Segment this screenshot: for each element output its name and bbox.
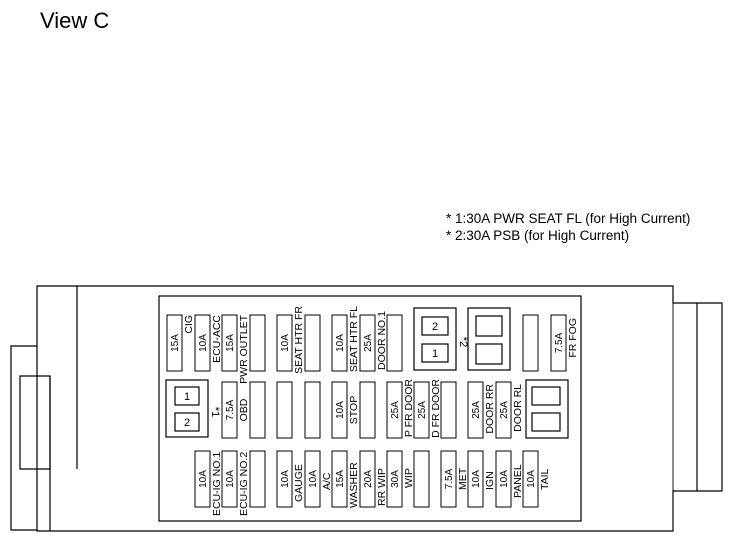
- fuse-seat-htr-fr-amp: 10A: [280, 334, 291, 352]
- fuse-pwr-outlet-amp: 15A: [225, 334, 236, 352]
- row2-fuses: 7.5A OBD 10A STOP 25A P FR DOOR 25A D FR…: [221, 379, 524, 439]
- fuse-washer-amp: 15A: [335, 470, 346, 488]
- fuse-obd-amp: 7.5A: [225, 399, 236, 420]
- fuse-stop-amp: 10A: [335, 401, 346, 419]
- relay-left-star: *1: [209, 407, 221, 417]
- fuse-cig-label: CIG: [183, 315, 195, 334]
- fuse-wip-amp: 30A: [390, 470, 401, 488]
- fuse-ecu-ig-no2-label: ECU-IG NO.2: [238, 452, 250, 516]
- fuse-box-housing: [10, 285, 723, 532]
- relay-top: 2 1 *2: [413, 307, 511, 371]
- fuse-seat-htr-fl-label: SEAT HTR FL: [348, 306, 360, 372]
- fuse-ecu-ig-no1-amp: 10A: [198, 470, 209, 488]
- fuse-ac-label: A/C: [321, 472, 333, 490]
- fuse-ign-amp: 10A: [471, 470, 482, 488]
- fuse-p-fr-door-amp: 25A: [390, 401, 401, 419]
- fuse-cig-amp: 15A: [170, 334, 181, 352]
- fuse-panel-amp: 10A: [499, 470, 510, 488]
- fuse-ecu-acc-label: ECU-ACC: [211, 315, 223, 363]
- fuse-seat-htr-fr-label: SEAT HTR FR: [293, 306, 305, 374]
- fuse-fr-fog-amp: 7.5A: [554, 332, 565, 353]
- fuse-panel-label: PANEL: [512, 464, 524, 498]
- relay-left-pin-1: 1: [184, 391, 190, 403]
- fuse-door-rl-amp: 25A: [499, 401, 510, 419]
- relay-top-pin-1: 1: [432, 348, 438, 360]
- fuse-met-amp: 7.5A: [444, 468, 455, 489]
- relay-left-pin-2: 2: [184, 417, 190, 429]
- fuse-door-no1-label: DOOR NO.1: [376, 311, 388, 370]
- relay-top-star: *2: [457, 337, 469, 347]
- fuse-ac-amp: 10A: [308, 470, 319, 488]
- fuse-door-rl-label: DOOR RL: [512, 384, 524, 432]
- fuse-gauge-label: GAUGE: [293, 464, 305, 502]
- fuse-gauge-amp: 10A: [280, 470, 291, 488]
- fuse-ecu-ig-no1-label: ECU-IG NO.1: [211, 452, 223, 516]
- view-title: View C: [40, 8, 109, 33]
- fuse-seat-htr-fl-amp: 10A: [335, 334, 346, 352]
- fuse-tail-label: TAIL: [539, 468, 551, 490]
- relay-right: [525, 379, 569, 439]
- relay-top-pin-2: 2: [432, 321, 438, 333]
- fuse-p-fr-door-label: P FR DOOR: [403, 379, 415, 438]
- fuse-fr-fog-label: FR FOG: [567, 318, 579, 358]
- fuse-d-fr-door-label: D FR DOOR: [430, 379, 442, 438]
- fuse-ecu-ig-no2-amp: 10A: [225, 470, 236, 488]
- relay-left: 1 2 *1: [165, 379, 221, 438]
- fuse-wip-label: WIP: [403, 468, 415, 488]
- fuse-door-rr-amp: 25A: [471, 401, 482, 419]
- fuse-tail-amp: 10A: [526, 470, 537, 488]
- fuse-stop-label: STOP: [348, 396, 360, 424]
- note-star-2: * 2:30A PSB (for High Current): [446, 228, 629, 243]
- fuse-door-rr-label: DOOR RR: [484, 384, 496, 434]
- fuse-d-fr-door-amp: 25A: [417, 401, 428, 419]
- fuse-ign-label: IGN: [484, 471, 496, 490]
- fuse-met-label: MET: [457, 467, 469, 490]
- fuse-door-no1-amp: 25A: [363, 334, 374, 352]
- fuse-rr-wip-label: RR WIP: [376, 468, 388, 506]
- note-star-1: * 1:30A PWR SEAT FL (for High Current): [446, 211, 690, 226]
- fuse-rr-wip-amp: 20A: [363, 470, 374, 488]
- fuse-pwr-outlet-label: PWR OUTLET: [238, 314, 250, 383]
- fuse-ecu-acc-amp: 10A: [198, 334, 209, 352]
- fuse-washer-label: WASHER: [348, 462, 360, 508]
- row1-fuses: 15A CIG 10A ECU-ACC 15A PWR OUTLET 10A S…: [166, 306, 579, 384]
- fuse-obd-label: OBD: [238, 398, 250, 421]
- row3-fuses: 10A ECU-IG NO.1 10A ECU-IG NO.2 10A GAUG…: [194, 450, 551, 516]
